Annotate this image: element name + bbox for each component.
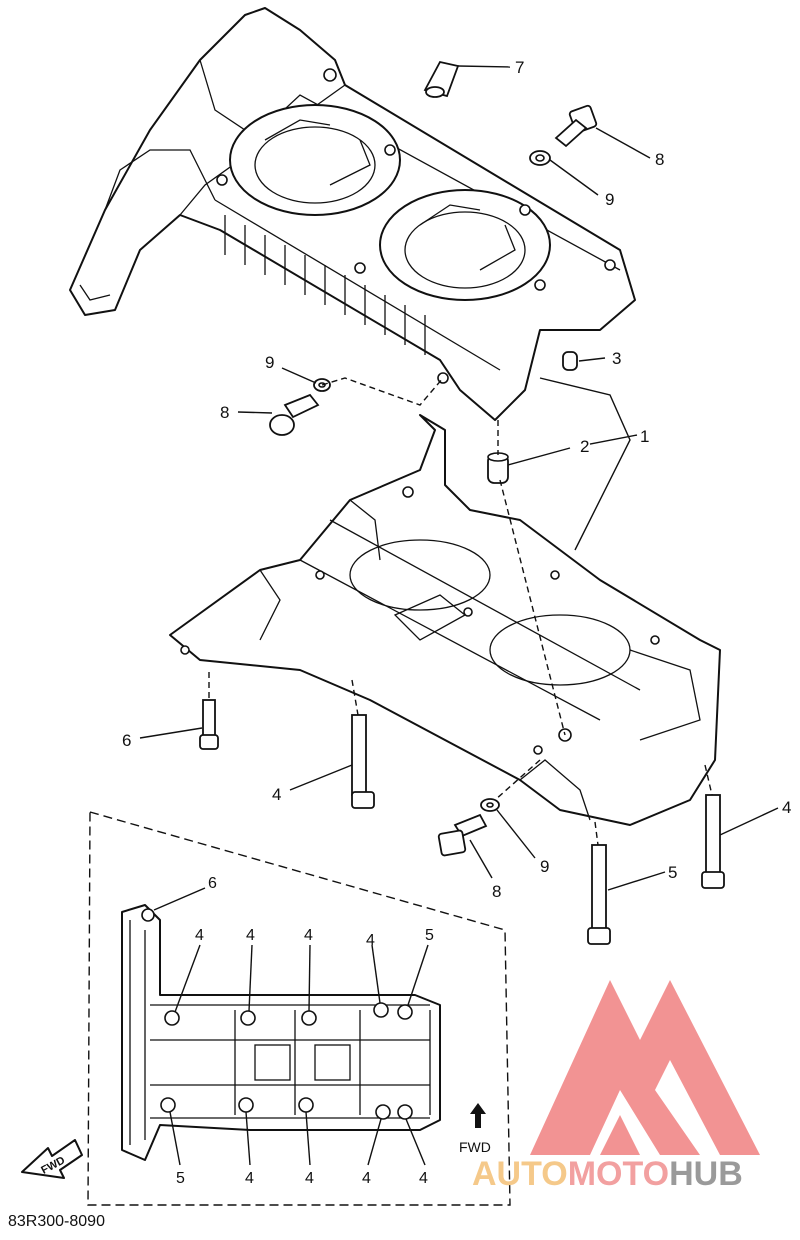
inset-callout-bottom-4d: 4 [419, 1170, 428, 1187]
long-bolt-4-center [351, 714, 375, 809]
callout-8-left: 8 [220, 403, 229, 422]
inset-callout-bottom-4c: 4 [362, 1170, 371, 1187]
bolt-8-left [269, 393, 320, 436]
callout-6: 6 [122, 731, 131, 750]
automotohub-watermark: AUTOMOTOHUB [472, 980, 760, 1193]
callout-2: 2 [580, 437, 589, 456]
svg-text:AUTOMOTOHUB: AUTOMOTOHUB [472, 1155, 743, 1193]
inset-callout-6: 6 [208, 875, 217, 892]
callout-numbers: 7 8 9 9 8 3 2 1 6 4 9 8 5 4 [122, 58, 791, 901]
long-bolt-5 [587, 844, 611, 945]
callout-9-lower: 9 [540, 857, 549, 876]
fwd-label: FWD [459, 1139, 491, 1155]
callout-9-upper: 9 [605, 190, 614, 209]
watermark-text-moto: MOTO [568, 1155, 669, 1193]
fwd-direction-badge: FWD [21, 1139, 83, 1179]
bolt-6 [199, 699, 219, 750]
callout-4-center: 4 [272, 785, 281, 804]
callout-8-upper: 8 [655, 150, 664, 169]
inset-callout-bottom-4b: 4 [305, 1170, 314, 1187]
upper-crankcase [69, 7, 636, 421]
callout-8-lower: 8 [492, 882, 501, 901]
plug-7 [423, 60, 460, 98]
inset-callout-bottom-4a: 4 [245, 1170, 254, 1187]
callout-3: 3 [612, 349, 621, 368]
watermark-text-hub: HUB [669, 1155, 743, 1193]
automotohub-logo-icon [530, 980, 760, 1155]
watermark-text-auto: AUTO [472, 1155, 568, 1193]
callout-1: 1 [640, 427, 649, 446]
washer-9-lower [480, 798, 500, 812]
inset-callout-top-4c: 4 [304, 927, 313, 944]
inset-callout-top-5: 5 [425, 927, 434, 944]
fwd-arrow-icon [470, 1103, 486, 1128]
inset-callout-top-4a: 4 [195, 927, 204, 944]
dowel-pin-3 [562, 351, 578, 371]
bolt-8-upper [554, 104, 598, 148]
bolt-8-lower [437, 813, 488, 857]
callout-9-left: 9 [265, 353, 274, 372]
inset-callout-top-4d: 4 [366, 932, 375, 949]
inset-callout-top-4b: 4 [246, 927, 255, 944]
leader-lines [139, 65, 779, 891]
washer-9-upper [529, 150, 551, 166]
long-bolt-4-right [701, 794, 725, 889]
callout-4-right: 4 [782, 798, 791, 817]
callout-5: 5 [668, 863, 677, 882]
callout-7: 7 [515, 58, 524, 77]
inset-callout-bottom-5: 5 [176, 1170, 185, 1187]
bolt-pattern-inset: 6 4 4 4 4 5 5 4 4 4 4 FWD [87, 811, 511, 1206]
diagram-part-number: 83R300-8090 [8, 1213, 105, 1230]
lower-crankcase [169, 414, 721, 826]
dowel-sleeve-2 [487, 452, 509, 484]
